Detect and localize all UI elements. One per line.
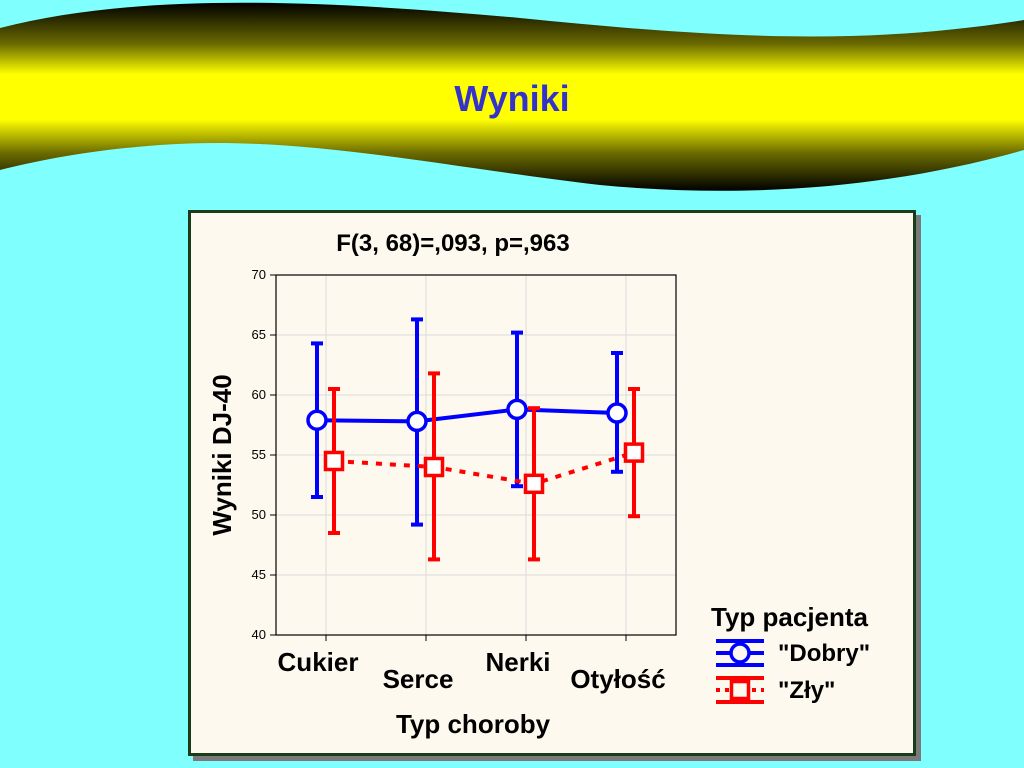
- x-tick-label: Otyłość: [570, 664, 665, 694]
- x-tick-label: Cukier: [278, 647, 359, 677]
- legend-label: "Zły": [778, 677, 835, 704]
- chart-svg: F(3, 68)=,093, p=,963 40 45 50 55 60 65 70Cuki…: [207, 230, 870, 739]
- y-tick-label: 45: [252, 567, 266, 582]
- y-tick-label: 50: [252, 507, 266, 522]
- x-tick-label: Nerki: [485, 647, 550, 677]
- data-point: [406, 410, 428, 433]
- slide-title: Wyniki: [454, 78, 570, 119]
- data-point: [623, 442, 645, 463]
- series-line: [333, 450, 635, 486]
- data-point: [423, 456, 445, 478]
- y-axis-label: Wyniki DJ-40: [207, 374, 237, 535]
- series-2: [323, 371, 645, 562]
- legend-marker: [729, 679, 751, 701]
- series-line: [316, 407, 618, 424]
- legend-marker: [729, 642, 751, 664]
- wave-banner: [0, 2, 1024, 191]
- y-tick-label: 65: [252, 327, 266, 342]
- legend: Typ pacjenta "Dobry" "Zły": [711, 602, 870, 704]
- y-tick-label: 40: [252, 627, 266, 642]
- y-tick-label: 55: [252, 447, 266, 462]
- y-tick-label: 70: [252, 267, 266, 282]
- data-point: [606, 402, 628, 424]
- legend-label: "Dobry": [778, 640, 870, 667]
- data-point: [306, 409, 328, 431]
- legend-title: Typ pacjenta: [711, 602, 869, 632]
- y-tick-label: 60: [252, 387, 266, 402]
- data-point: [523, 473, 545, 495]
- x-axis-label: Typ choroby: [396, 709, 551, 739]
- data-point: [323, 450, 345, 472]
- x-tick-label: Serce: [383, 664, 454, 694]
- chart-title: F(3, 68)=,093, p=,963: [336, 230, 569, 257]
- data-point: [506, 398, 528, 421]
- legend-item: "Zły": [716, 676, 835, 704]
- legend-item: "Dobry": [716, 639, 870, 667]
- series-1: [306, 317, 628, 527]
